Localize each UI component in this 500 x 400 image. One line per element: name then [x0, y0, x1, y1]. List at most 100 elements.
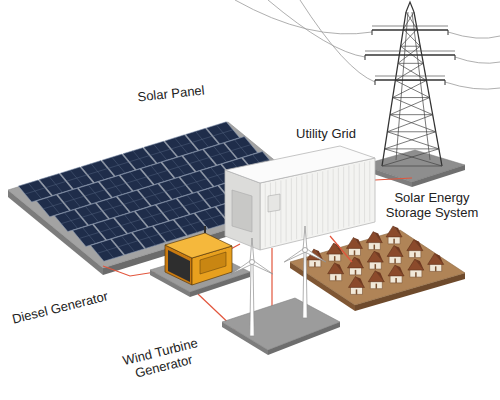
house-roof: [347, 237, 363, 248]
transmission-tower: [362, 2, 465, 187]
panel-cell-line: [208, 189, 221, 205]
turbine-base: [222, 298, 340, 350]
house: [347, 237, 363, 255]
house-roof: [349, 276, 365, 287]
house: [327, 243, 343, 261]
house-door: [354, 250, 356, 255]
turbine-tower: [303, 250, 307, 318]
panel-cell-line: [121, 236, 134, 252]
cable: [330, 236, 352, 262]
turbine-base-side: [268, 322, 340, 355]
house-roof-shade: [414, 240, 423, 251]
tower-brace: [390, 115, 436, 132]
part-label: Wind Turbine Generator: [110, 332, 214, 385]
house-door: [335, 276, 337, 281]
house-door: [435, 266, 437, 271]
house: [367, 251, 383, 269]
power-lines: [235, 0, 500, 89]
panel-cell-line: [88, 185, 101, 201]
house-roof-shade: [374, 251, 383, 262]
tower-brace: [403, 12, 414, 29]
container-rib: [364, 162, 365, 222]
panel-cell-line: [145, 208, 158, 224]
house-roof: [348, 257, 364, 268]
panel-cell-line: [106, 200, 119, 216]
panel-cell-line: [133, 151, 146, 167]
container-rib: [270, 183, 271, 246]
house-roof: [328, 263, 344, 274]
container-roof: [225, 146, 375, 183]
panel-cell-line: [148, 187, 161, 203]
diesel-generator: [150, 226, 250, 297]
house: [407, 240, 423, 258]
generator-radiator: [168, 250, 190, 282]
village: [290, 226, 465, 311]
panel-cell-line: [82, 227, 95, 243]
cable: [271, 248, 272, 306]
insulator: [372, 30, 373, 35]
panel-cell-line: [67, 191, 80, 207]
panel-cell-line: [112, 157, 125, 173]
house-roof: [367, 251, 383, 262]
house-roof-shade: [355, 257, 364, 268]
house-roof-shade: [335, 263, 344, 274]
panel-cell-line: [196, 131, 209, 147]
tower-brace: [403, 29, 420, 46]
generator-panel: [200, 252, 226, 274]
house-roof-shade: [415, 259, 424, 270]
tower-brace: [385, 148, 439, 149]
turbine-blade: [250, 238, 254, 262]
house-door: [415, 272, 417, 277]
house-roof: [428, 253, 444, 264]
power-line: [448, 32, 500, 38]
insulator: [445, 80, 446, 85]
power-line: [455, 57, 500, 63]
container-door: [232, 190, 252, 232]
part-label: Diesel Generator: [4, 287, 116, 329]
tower-brace: [385, 149, 442, 166]
container-rib: [327, 170, 328, 231]
tower-brace: [406, 12, 417, 29]
insulator: [365, 55, 366, 60]
panel-cell-line: [193, 153, 206, 169]
house-door: [394, 258, 396, 263]
panel-cell-line: [130, 172, 143, 188]
panel-cell-line: [190, 174, 203, 190]
house-roof: [368, 271, 384, 282]
panel-cell-line: [187, 195, 200, 211]
house-door: [314, 262, 316, 267]
panel-cell-line: [175, 138, 188, 154]
panel-cell-line: [214, 146, 227, 162]
container-rib: [275, 182, 276, 245]
container-rib: [369, 161, 370, 221]
insulator: [375, 80, 376, 85]
container-rib: [301, 176, 302, 238]
container-rib: [333, 169, 334, 230]
panel-cell-line: [234, 140, 247, 156]
container-rib: [265, 184, 266, 247]
house: [408, 259, 424, 277]
house: [368, 271, 384, 289]
house: [349, 276, 365, 294]
tower-peak: [406, 2, 414, 12]
tower-base-side: [412, 165, 465, 187]
house-door: [355, 270, 357, 275]
panel-cell-line: [169, 180, 182, 196]
panel-cell-line: [91, 164, 104, 180]
house-roof: [387, 245, 403, 256]
turbine-base-side: [222, 322, 268, 355]
tower-brace: [387, 115, 432, 132]
panel-cell-line: [28, 183, 41, 199]
house: [366, 232, 382, 250]
container-rib: [343, 167, 344, 228]
panel-cell-line: [70, 170, 83, 186]
tower-brace: [393, 98, 433, 115]
power-line: [445, 82, 500, 89]
tower-arm: [375, 76, 445, 77]
container-rib: [359, 163, 360, 223]
house-roof-shade: [393, 226, 402, 237]
tower-brace: [393, 97, 430, 98]
house-roof: [407, 240, 423, 251]
tower-brace: [387, 132, 439, 149]
panel-cell-line: [172, 159, 185, 175]
